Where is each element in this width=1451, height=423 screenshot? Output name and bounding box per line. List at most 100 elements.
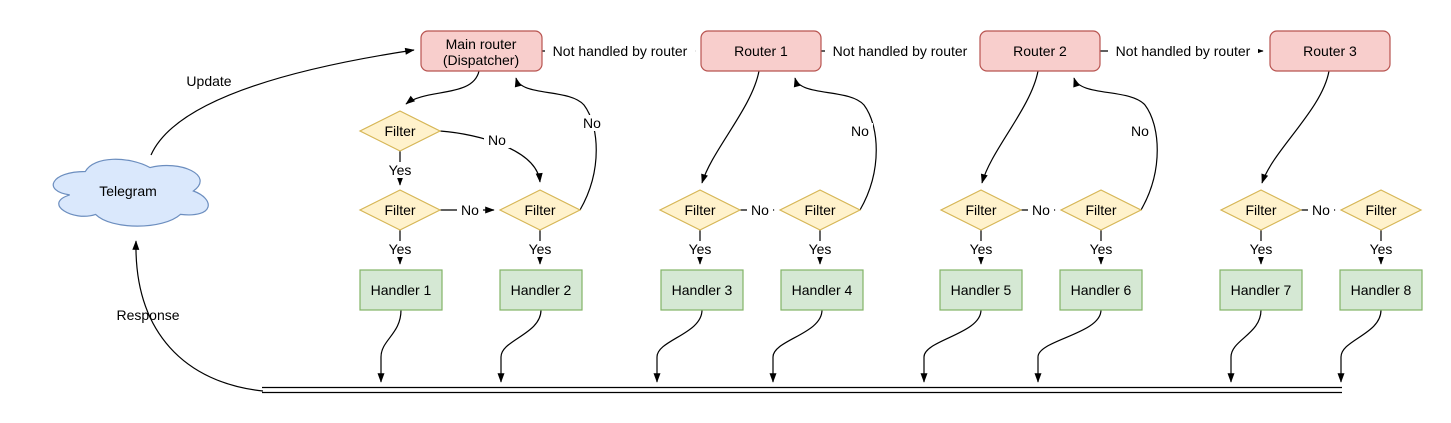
nodes xyxy=(52,30,1423,311)
yes-edge-label: Yes xyxy=(970,241,993,257)
update-edge-label: Update xyxy=(186,73,231,89)
edge-c0-return-no xyxy=(514,77,597,211)
yes-edge-label: Yes xyxy=(1090,241,1113,257)
telegram-cloud xyxy=(52,158,209,227)
label-background xyxy=(747,202,773,218)
handler-1-node xyxy=(359,269,443,311)
dispatcher-node xyxy=(420,30,543,72)
filter-c2-right-node xyxy=(1059,189,1143,231)
handler-8-label: Handler 8 xyxy=(1351,282,1412,298)
yes-edge-label: Yes xyxy=(689,241,712,257)
telegram-label: Telegram xyxy=(99,183,157,199)
filter-c1-left-node xyxy=(658,189,742,231)
yes-edge-label: Yes xyxy=(529,241,552,257)
filter-label: Filter xyxy=(804,202,835,218)
no-edge-label: No xyxy=(583,115,601,131)
filter-c0-left-node xyxy=(358,189,442,231)
label-background xyxy=(457,202,483,218)
yes-edge-label: Yes xyxy=(389,241,412,257)
edge-handler6-to-bus xyxy=(1034,309,1102,383)
label-backgrounds xyxy=(385,42,1396,257)
filter-label: Filter xyxy=(1245,202,1276,218)
handler-4-node xyxy=(780,269,864,311)
handler-6-node xyxy=(1059,269,1143,311)
label-background xyxy=(966,241,996,257)
edge-router3-to-filter xyxy=(1261,70,1330,184)
filter-c3-left-node xyxy=(1219,189,1303,231)
filter-label: Filter xyxy=(1085,202,1116,218)
not-handled-label-1: Not handled by router xyxy=(553,43,688,59)
edge-handler1-to-bus xyxy=(377,309,402,383)
not-handled-label-2: Not handled by router xyxy=(833,43,968,59)
no-edge-label: No xyxy=(1131,123,1149,139)
handler-8-node xyxy=(1339,269,1423,311)
filter-c0-right-node xyxy=(498,189,582,231)
handler-5-node xyxy=(939,269,1023,311)
label-background xyxy=(1127,123,1153,139)
filter-label: Filter xyxy=(384,202,415,218)
yes-edge-label: Yes xyxy=(1250,241,1273,257)
filter-c2-left-node xyxy=(939,189,1023,231)
label-background xyxy=(1308,202,1334,218)
handler-3-node xyxy=(660,269,744,311)
label-background xyxy=(579,115,605,131)
label-background xyxy=(1108,42,1258,60)
dispatcher-label-line1: Main router xyxy=(446,36,517,52)
handler-7-node xyxy=(1219,269,1303,311)
label-background xyxy=(1086,241,1116,257)
router-3-node xyxy=(1269,30,1391,72)
edge-handler4-to-bus xyxy=(769,309,823,383)
label-background xyxy=(385,241,415,257)
filter-label: Filter xyxy=(684,202,715,218)
yes-edge-label: Yes xyxy=(389,162,412,178)
handler-7-label: Handler 7 xyxy=(1231,282,1292,298)
yes-edge-label: Yes xyxy=(1370,241,1393,257)
label-background xyxy=(1366,241,1396,257)
no-edge-label: No xyxy=(488,132,506,148)
label-background xyxy=(484,132,510,148)
handler-2-node xyxy=(499,269,583,311)
router-1-node xyxy=(700,30,822,72)
yes-edge-label: Yes xyxy=(809,241,832,257)
handler-5-label: Handler 5 xyxy=(951,282,1012,298)
no-edge-label: No xyxy=(751,202,769,218)
response-edge-label: Response xyxy=(116,307,179,323)
label-background xyxy=(685,241,715,257)
edge-c2-return-no xyxy=(1073,77,1158,211)
label-background xyxy=(825,42,975,60)
handler-3-label: Handler 3 xyxy=(672,282,733,298)
edges xyxy=(132,47,1385,394)
label-background xyxy=(385,162,415,178)
label-background xyxy=(525,241,555,257)
dispatcher-label-line2: (Dispatcher) xyxy=(443,52,519,68)
label-background xyxy=(1246,241,1276,257)
filter-top-node xyxy=(358,110,442,152)
handler-1-label: Handler 1 xyxy=(371,282,432,298)
edge-handler5-to-bus xyxy=(920,309,982,383)
edge-handler2-to-bus xyxy=(497,309,542,383)
edge-c1-return-no xyxy=(793,77,877,211)
no-edge-label: No xyxy=(1032,202,1050,218)
not-handled-label-3: Not handled by router xyxy=(1116,43,1251,59)
no-edge-label: No xyxy=(851,123,869,139)
edge-response xyxy=(132,240,264,392)
label-background xyxy=(1028,202,1054,218)
handler-6-label: Handler 6 xyxy=(1071,282,1132,298)
router-2-label: Router 2 xyxy=(1013,43,1067,59)
edge-router2-to-filter xyxy=(980,70,1039,184)
router-1-label: Router 1 xyxy=(734,43,788,59)
no-edge-label: No xyxy=(1312,202,1330,218)
filter-c3-right-node xyxy=(1339,189,1423,231)
edge-update xyxy=(150,47,415,156)
filter-label: Filter xyxy=(965,202,996,218)
filter-label: Filter xyxy=(524,202,555,218)
filter-label: Filter xyxy=(384,123,415,139)
labels: Telegram Update Response Main router (Di… xyxy=(99,36,1411,323)
label-background xyxy=(545,42,695,60)
edge-router1-to-filter xyxy=(701,70,760,184)
handler-2-label: Handler 2 xyxy=(511,282,572,298)
edge-dispatcher-to-top-filter xyxy=(405,70,480,105)
label-background xyxy=(847,123,873,139)
